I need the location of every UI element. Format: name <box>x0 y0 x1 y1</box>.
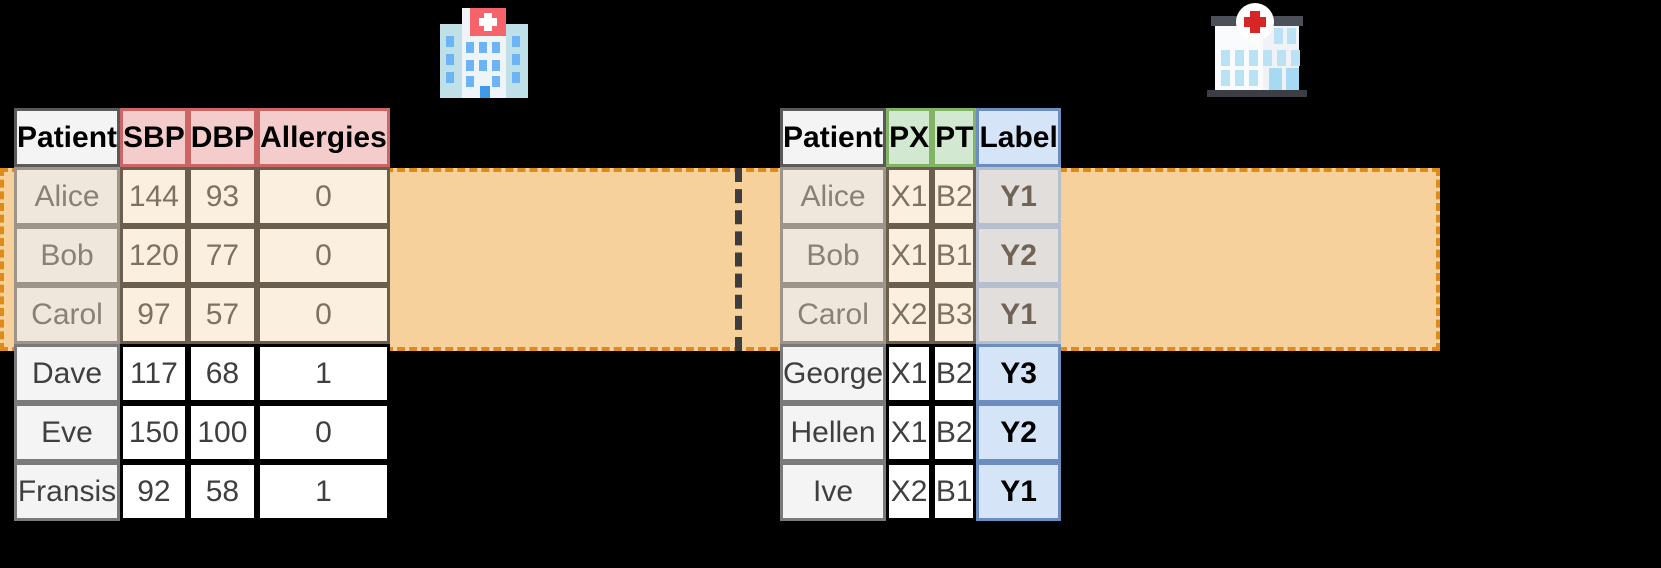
column-header-sbp: SBP <box>120 108 188 167</box>
cell-pt: B3 <box>932 285 977 344</box>
cell-patient-name: Ive <box>780 462 887 521</box>
cell-patient-name: Fransis <box>14 462 121 521</box>
cell-dbp: 77 <box>187 226 258 285</box>
cell-patient-name: Bob <box>14 226 121 285</box>
cell-dbp: 57 <box>187 285 258 344</box>
cell-allergies: 0 <box>257 226 390 285</box>
column-header-dbp: DBP <box>187 108 258 167</box>
cell-sbp: 117 <box>120 344 188 403</box>
column-header-label: Label <box>976 108 1061 167</box>
cell-patient-name: Carol <box>14 285 121 344</box>
cell-label: Y1 <box>976 285 1061 344</box>
cell-allergies: 0 <box>257 285 390 344</box>
hospital-icon <box>1207 2 1307 98</box>
cell-label: Y3 <box>976 344 1061 403</box>
cell-patient-name: Dave <box>14 344 121 403</box>
cell-sbp: 92 <box>120 462 188 521</box>
cell-pt: B2 <box>932 167 977 226</box>
cell-patient-name: Carol <box>780 285 887 344</box>
cell-px: X1 <box>886 344 933 403</box>
cell-allergies: 0 <box>257 403 390 462</box>
cell-dbp: 93 <box>187 167 258 226</box>
column-header-px: PX <box>886 108 933 167</box>
cell-pt: B2 <box>932 403 977 462</box>
cell-patient-name: Bob <box>780 226 887 285</box>
cell-pt: B1 <box>932 226 977 285</box>
cell-dbp: 68 <box>187 344 258 403</box>
cell-px: X1 <box>886 403 933 462</box>
cell-allergies: 0 <box>257 167 390 226</box>
cell-label: Y1 <box>976 167 1061 226</box>
cell-label: Y2 <box>976 403 1061 462</box>
cell-allergies: 1 <box>257 462 390 521</box>
cell-px: X2 <box>886 462 933 521</box>
cell-px: X2 <box>886 285 933 344</box>
cell-sbp: 120 <box>120 226 188 285</box>
cell-px: X1 <box>886 167 933 226</box>
cell-sbp: 97 <box>120 285 188 344</box>
cell-patient-name: Hellen <box>780 403 887 462</box>
cell-dbp: 100 <box>187 403 258 462</box>
cell-label: Y2 <box>976 226 1061 285</box>
cell-dbp: 58 <box>187 462 258 521</box>
cell-label: Y1 <box>976 462 1061 521</box>
cell-patient-name: Alice <box>780 167 887 226</box>
column-header-patient: Patient <box>14 108 121 167</box>
cell-allergies: 1 <box>257 344 390 403</box>
column-header-patient: Patient <box>780 108 887 167</box>
cell-px: X1 <box>886 226 933 285</box>
cell-patient-name: George <box>780 344 887 403</box>
cell-patient-name: Eve <box>14 403 121 462</box>
cell-patient-name: Alice <box>14 167 121 226</box>
cell-pt: B1 <box>932 462 977 521</box>
cell-sbp: 150 <box>120 403 188 462</box>
column-header-pt: PT <box>932 108 977 167</box>
cell-sbp: 144 <box>120 167 188 226</box>
column-header-allergies: Allergies <box>257 108 390 167</box>
dashed-divider <box>735 168 742 351</box>
hospital-icon <box>432 2 536 98</box>
cell-pt: B2 <box>932 344 977 403</box>
